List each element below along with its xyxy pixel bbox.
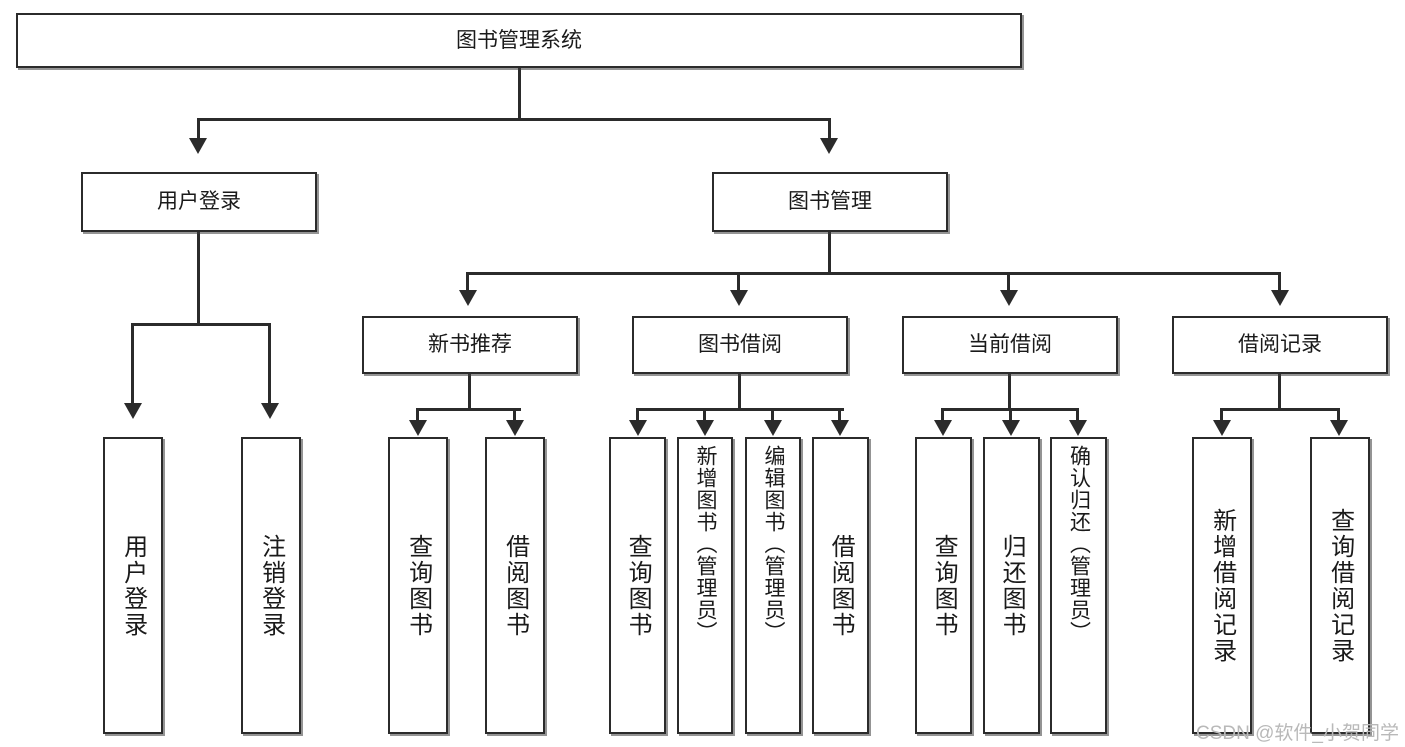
leaf-query-borrow-record[interactable]: 查询借阅记录	[1310, 437, 1370, 734]
watermark-text: CSDN @软件_小贺同学	[1196, 723, 1399, 744]
connector-borrowrecord-bus	[1220, 408, 1340, 411]
node-label: 确认归还（管理员）	[1067, 445, 1091, 643]
node-label: 查询图书	[930, 533, 958, 638]
connector-root-stem	[518, 68, 521, 120]
leaf-return-book[interactable]: 归还图书	[983, 437, 1040, 734]
connector-bookmanage-drop-4	[1278, 272, 1281, 292]
arrow-to-leaf-user-login	[124, 403, 142, 419]
connector-root-drop-left	[197, 118, 200, 140]
connector-bookborrow-drop-2	[703, 408, 706, 422]
connector-userlogin-bus	[131, 323, 270, 326]
leaf-user-login[interactable]: 用户登录	[103, 437, 163, 734]
leaf-query-book-recommend[interactable]: 查询图书	[388, 437, 448, 734]
arrow-currentborrow-leaf-3	[1069, 420, 1087, 436]
leaf-query-book-current[interactable]: 查询图书	[915, 437, 972, 734]
node-new-book-recommend[interactable]: 新书推荐	[362, 316, 578, 374]
connector-borrowrecord-stem	[1278, 374, 1281, 410]
connector-newbook-drop-1	[416, 408, 419, 422]
node-label: 图书管理系统	[456, 28, 582, 52]
leaf-edit-book-admin[interactable]: 编辑图书（管理员）	[745, 437, 801, 734]
arrow-to-user-login	[189, 138, 207, 154]
leaf-query-book-borrow[interactable]: 查询图书	[609, 437, 666, 734]
connector-bookborrow-drop-4	[838, 408, 841, 422]
arrow-bookborrow-leaf-3	[764, 420, 782, 436]
connector-currentborrow-drop-2	[1009, 408, 1012, 422]
connector-currentborrow-stem	[1008, 374, 1011, 410]
node-book-manage[interactable]: 图书管理	[712, 172, 948, 232]
arrow-newbook-leaf-1	[409, 420, 427, 436]
arrow-to-book-borrow	[730, 290, 748, 306]
node-label: 图书管理	[788, 190, 872, 214]
arrow-bookborrow-leaf-1	[629, 420, 647, 436]
node-label: 借阅图书	[827, 533, 855, 638]
arrow-to-book-manage	[820, 138, 838, 154]
node-label: 编辑图书（管理员）	[762, 445, 786, 643]
connector-bookmanage-drop-2	[737, 272, 740, 292]
node-book-borrow[interactable]: 图书借阅	[632, 316, 848, 374]
node-label: 注销登录	[257, 533, 285, 638]
node-label: 当前借阅	[968, 333, 1052, 357]
node-label: 查询借阅记录	[1326, 507, 1354, 664]
node-label: 归还图书	[998, 533, 1026, 638]
leaf-logout[interactable]: 注销登录	[241, 437, 301, 734]
node-root-system[interactable]: 图书管理系统	[16, 13, 1022, 68]
connector-userlogin-drop-1	[131, 323, 134, 405]
node-label: 借阅记录	[1238, 333, 1322, 357]
leaf-add-borrow-record[interactable]: 新增借阅记录	[1192, 437, 1252, 734]
connector-bookborrow-drop-1	[636, 408, 639, 422]
connector-newbook-drop-2	[513, 408, 516, 422]
node-label: 借阅图书	[501, 533, 529, 638]
connector-newbook-stem	[468, 374, 471, 410]
connector-bookborrow-stem	[738, 374, 741, 410]
connector-root-drop-right	[828, 118, 831, 140]
connector-borrowrecord-drop-1	[1220, 408, 1223, 422]
arrow-bookborrow-leaf-4	[831, 420, 849, 436]
node-label: 查询图书	[404, 533, 432, 638]
node-label: 新增借阅记录	[1208, 507, 1236, 664]
arrow-borrowrecord-leaf-1	[1213, 420, 1231, 436]
node-label: 图书借阅	[698, 333, 782, 357]
node-label: 新增图书（管理员）	[694, 445, 718, 643]
connector-currentborrow-drop-3	[1076, 408, 1079, 422]
connector-bookmanage-drop-3	[1007, 272, 1010, 292]
node-label: 新书推荐	[428, 333, 512, 357]
node-current-borrow[interactable]: 当前借阅	[902, 316, 1118, 374]
connector-userlogin-drop-2	[268, 323, 271, 405]
connector-newbook-bus	[416, 408, 521, 411]
arrow-currentborrow-leaf-2	[1002, 420, 1020, 436]
arrow-currentborrow-leaf-1	[934, 420, 952, 436]
connector-root-bus	[197, 118, 831, 121]
arrow-bookborrow-leaf-2	[696, 420, 714, 436]
connector-currentborrow-drop-1	[941, 408, 944, 422]
node-user-login[interactable]: 用户登录	[81, 172, 317, 232]
connector-userlogin-stem	[197, 232, 200, 325]
leaf-borrow-book-recommend[interactable]: 借阅图书	[485, 437, 545, 734]
leaf-add-book-admin[interactable]: 新增图书（管理员）	[677, 437, 733, 734]
node-label: 用户登录	[157, 190, 241, 214]
arrow-to-leaf-logout	[261, 403, 279, 419]
connector-bookmanage-stem	[828, 232, 831, 274]
node-label: 用户登录	[119, 533, 147, 638]
leaf-borrow-book[interactable]: 借阅图书	[812, 437, 869, 734]
arrow-to-current-borrow	[1000, 290, 1018, 306]
connector-bookborrow-bus	[636, 408, 844, 411]
arrow-newbook-leaf-2	[506, 420, 524, 436]
connector-bookmanage-drop-1	[466, 272, 469, 292]
connector-bookborrow-drop-3	[771, 408, 774, 422]
arrow-to-borrow-record	[1271, 290, 1289, 306]
arrow-to-new-book	[459, 290, 477, 306]
connector-borrowrecord-drop-2	[1337, 408, 1340, 422]
connector-bookmanage-bus	[466, 272, 1281, 275]
node-label: 查询图书	[624, 533, 652, 638]
arrow-borrowrecord-leaf-2	[1330, 420, 1348, 436]
leaf-confirm-return-admin[interactable]: 确认归还（管理员）	[1050, 437, 1107, 734]
node-borrow-record[interactable]: 借阅记录	[1172, 316, 1388, 374]
